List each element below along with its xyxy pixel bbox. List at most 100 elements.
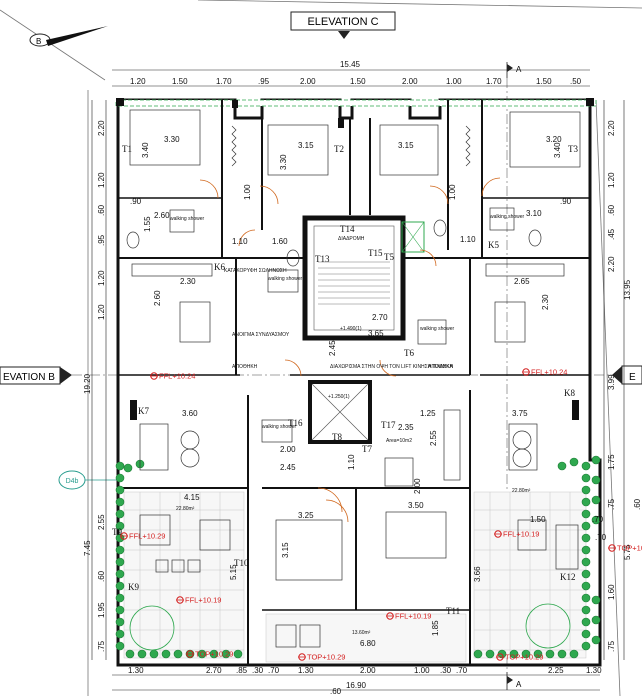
tag-k9: K9 xyxy=(128,582,139,592)
room-dimension: 1.55 xyxy=(143,216,152,232)
room-tags: T1 T2 T3 T14 T13 T15 T6 T8 T17 T16 T10 T… xyxy=(112,144,578,616)
planter-shrub xyxy=(485,649,495,659)
dim-right-segment: 5.75 xyxy=(623,544,632,560)
room-dimension: 3.15 xyxy=(398,141,414,150)
dim-left-segment: 1.20 xyxy=(97,172,106,188)
room-dimension: 3.40 xyxy=(141,142,150,158)
compass-label: B xyxy=(36,37,41,46)
room-dimension: 1.85 xyxy=(431,620,440,636)
planter-shrub xyxy=(115,593,125,603)
room-dimension: 3.30 xyxy=(279,154,288,170)
detail-d4b-marker: D4b xyxy=(58,470,120,490)
door-swings xyxy=(199,177,501,523)
planter-shrub xyxy=(591,475,601,485)
compass-arrow: B xyxy=(29,26,108,47)
dim-right-edge: .60 xyxy=(633,498,642,510)
planter-shrub xyxy=(581,473,591,483)
planter-shrub xyxy=(581,521,591,531)
room-dimension: 1.60 xyxy=(272,237,288,246)
tag-t9: T9 xyxy=(112,527,122,537)
level-label: FFL+10.19 xyxy=(503,530,539,539)
room-dimension: 2.70 xyxy=(372,313,388,322)
room-dimension: 1.25 xyxy=(420,409,436,418)
room-dimension: .90 xyxy=(560,197,572,206)
planter-shrub xyxy=(557,649,567,659)
dim-bottom-segment: 2.00 xyxy=(360,666,376,675)
dim-bottom-total: 16.90 xyxy=(346,681,367,690)
elevation-b-label: EVATION B xyxy=(3,372,55,383)
room-dimension: 1.10 xyxy=(232,237,248,246)
planter-shrub xyxy=(591,635,601,645)
tag-t2: T2 xyxy=(334,144,344,154)
planter-shrub xyxy=(115,497,125,507)
planter-shrub xyxy=(569,649,579,659)
dim-right-segment: 2.20 xyxy=(607,256,616,272)
dim-bottom-extra: .60 xyxy=(330,687,342,696)
planter-shrub xyxy=(581,485,591,495)
tag-t14: T14 xyxy=(340,224,355,234)
dim-right-segment: .45 xyxy=(607,228,616,240)
planter-shrub xyxy=(209,649,219,659)
room-dimension: .70 xyxy=(595,533,607,542)
note-walking-shower-4: walking shower xyxy=(262,424,297,430)
note-walking-shower-2: walking shower xyxy=(490,214,525,220)
level-label: FFL+10.29 xyxy=(129,532,165,541)
dim-bottom-segment: .30 xyxy=(440,666,452,675)
note-corridor: ΔΙΑΔΡΟΜΗ xyxy=(338,236,365,242)
dim-left-segment: .60 xyxy=(97,204,106,216)
dim-right-segment: 13.95 xyxy=(623,279,632,300)
planter-shrub xyxy=(173,649,183,659)
dim-top-segment: 1.00 xyxy=(446,77,462,86)
room-dimension: 2.60 xyxy=(154,211,170,220)
planter-shrub xyxy=(591,515,601,525)
note-opening: ΑΝΟΙΓΜΑ ΣΥΝΔΥΑΣΜΟΥ xyxy=(232,332,290,338)
dim-top-segment: 1.20 xyxy=(130,77,146,86)
room-dimension: 3.20 xyxy=(546,135,562,144)
room-dimension: 3.65 xyxy=(368,329,384,338)
level-label: FFL+10.19 xyxy=(185,596,221,605)
planters xyxy=(115,455,601,659)
dim-left-segment: 1.95 xyxy=(97,602,106,618)
dim-right-segment: 2.20 xyxy=(607,120,616,136)
tag-t6: T6 xyxy=(404,348,414,358)
tag-k5: K5 xyxy=(488,240,499,250)
elevation-c-label: ELEVATION C xyxy=(307,16,378,28)
planter-shrub xyxy=(581,497,591,507)
planter-shrub xyxy=(545,649,555,659)
room-dimension: 1.10 xyxy=(347,454,356,470)
elevation-b-marker: EVATION B xyxy=(0,366,72,385)
planter-shrub xyxy=(115,557,125,567)
planter-shrub xyxy=(221,649,231,659)
dim-right-segment: .60 xyxy=(607,204,616,216)
dim-right-segment: 3.99 xyxy=(607,374,616,390)
room-dimension: 2.30 xyxy=(180,277,196,286)
room-dimension: 1.00 xyxy=(448,184,457,200)
room-dimension: .70 xyxy=(592,515,604,524)
right-dimension-chain: 2.201.20.60.452.2013.953.991.75.755.751.… xyxy=(603,100,642,660)
left-dimension-chain: 2.201.20.60.951.201.2019.202.557.45.601.… xyxy=(83,100,107,660)
level-label: FFL+10.24 xyxy=(531,368,567,377)
planter-shrub xyxy=(137,649,147,659)
dim-right-segment: .75 xyxy=(607,640,616,652)
note-piping: ΚΑΤΑΚΟΡΥΦΗ ΣΩΛΗΝΩΣΗ xyxy=(224,268,287,274)
planter-shrub xyxy=(581,569,591,579)
level-label: FFL+10.24 xyxy=(159,372,195,381)
note-walking-shower-1: walking shower xyxy=(170,216,205,222)
planter-shrub xyxy=(591,595,601,605)
tag-k6: K6 xyxy=(214,262,225,272)
planter-shrub xyxy=(115,629,125,639)
area-lobby: Area=10m2 xyxy=(386,438,412,444)
planter-shrub xyxy=(125,649,135,659)
room-dimension: 3.75 xyxy=(512,409,528,418)
tag-t7: T7 xyxy=(362,444,372,454)
room-dimension: 3.25 xyxy=(298,511,314,520)
dim-bottom-segment: 2.25 xyxy=(548,666,564,675)
furniture xyxy=(126,109,581,648)
planter-shrub xyxy=(569,457,579,467)
room-dimension: 3.30 xyxy=(164,135,180,144)
level-label: FFL+10.19 xyxy=(395,612,431,621)
room-dimension: 2.35 xyxy=(398,423,414,432)
